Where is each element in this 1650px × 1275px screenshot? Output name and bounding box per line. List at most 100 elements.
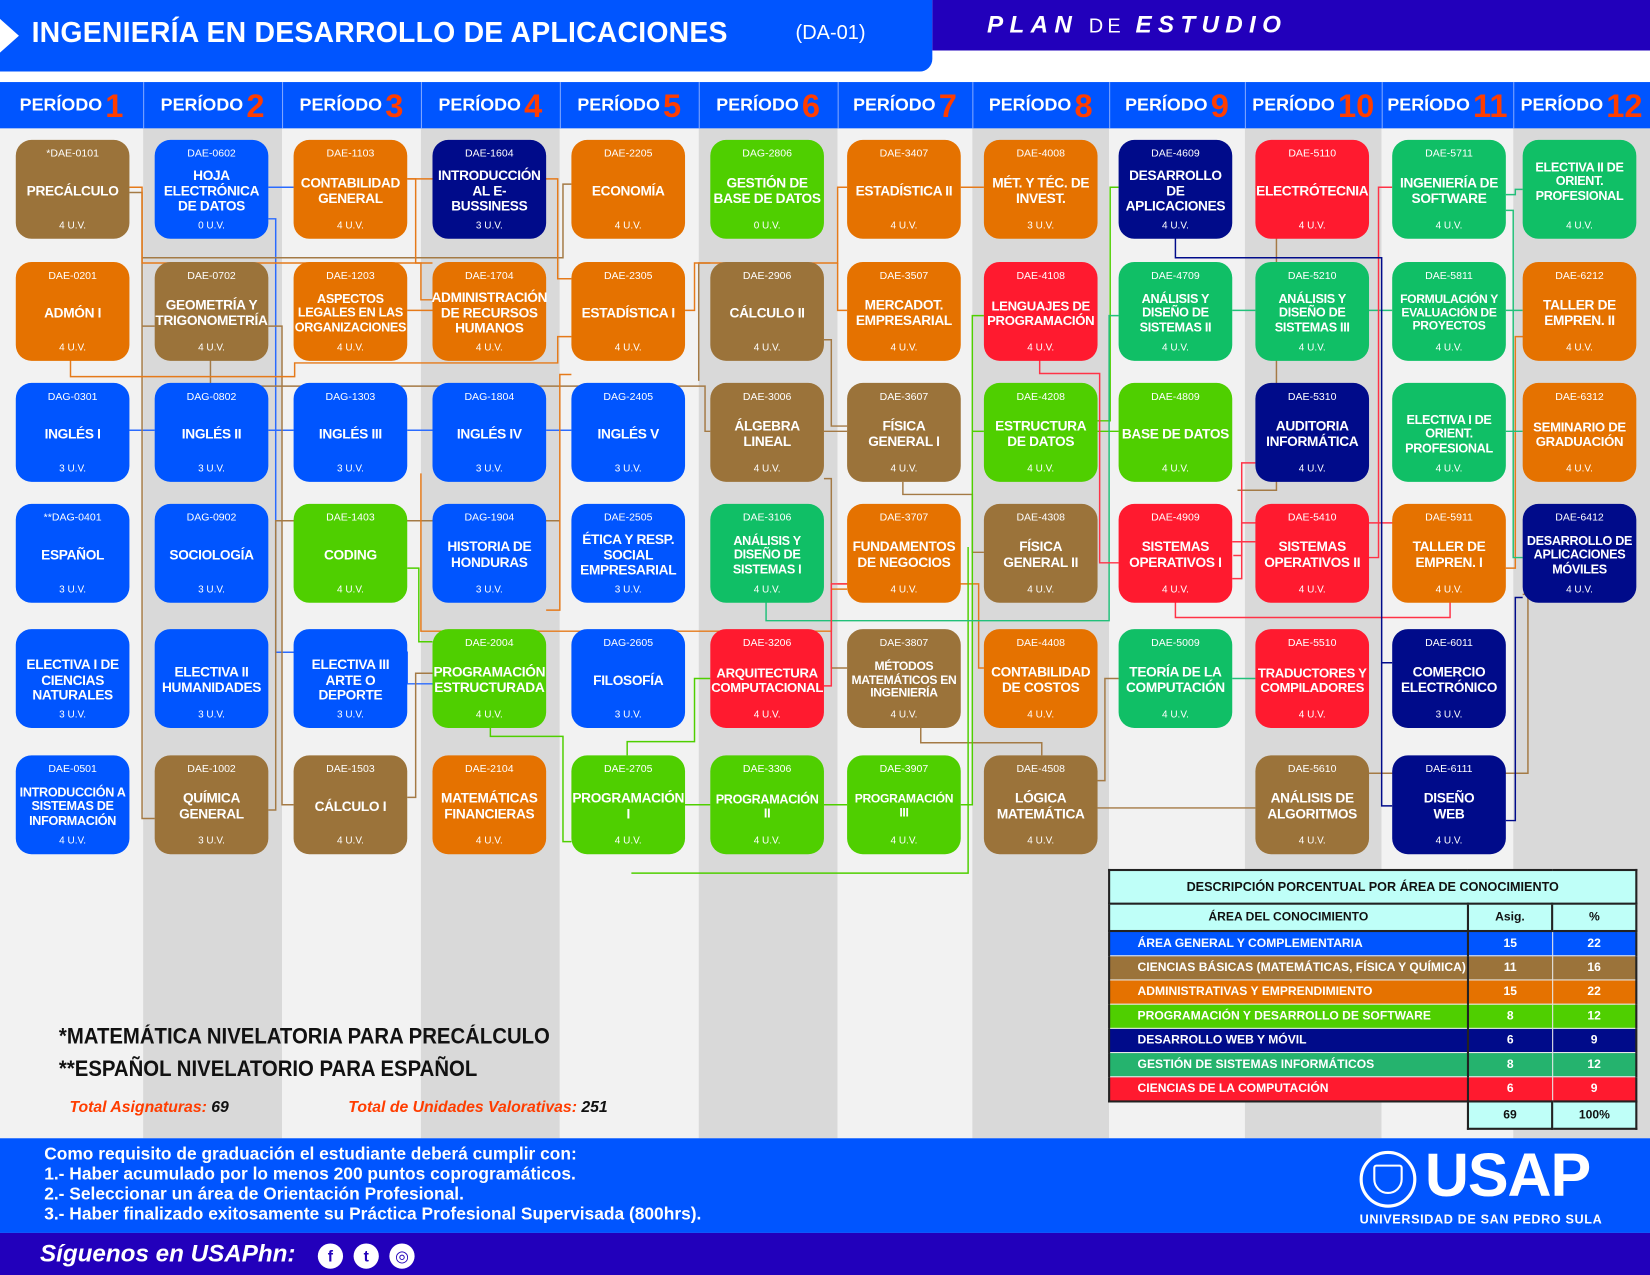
course-name: ASPECTOS LEGALES EN LAS ORGANIZACIONES xyxy=(294,291,407,335)
period-number: 4 xyxy=(524,86,543,124)
twitter-icon[interactable]: t xyxy=(353,1243,379,1269)
course-uv: 3 U.V. xyxy=(475,583,503,596)
period-label: PERÍODO xyxy=(19,94,103,115)
instagram-icon[interactable]: ◎ xyxy=(389,1243,415,1269)
course-name: INTRODUCCIÓN AL E-BUSSINESS xyxy=(438,167,541,214)
course-code: DAE-6412 xyxy=(1555,512,1604,524)
course-uv: 4 U.V. xyxy=(614,835,642,847)
course-uv: 4 U.V. xyxy=(1298,835,1326,847)
course-code: DAE-2104 xyxy=(465,763,514,776)
course-name: DESARROLLO DE APLICACIONES xyxy=(1125,167,1226,214)
university-seal-icon xyxy=(1359,1150,1417,1208)
facebook-icon[interactable]: f xyxy=(317,1243,344,1269)
total-subjects-value: 69 xyxy=(211,1098,229,1117)
course-name: GESTIÓN DE BASE DE DATOS xyxy=(713,175,821,207)
course-code: DAE-6212 xyxy=(1555,270,1604,282)
course-code: DAE-4809 xyxy=(1151,391,1200,403)
footnote-precalculo: *MATEMÁTICA NIVELATORIA PARA PRECÁLCULO xyxy=(58,1024,550,1049)
period-number: 2 xyxy=(246,86,265,124)
course-code: DAE-3507 xyxy=(879,270,929,282)
course-uv: 3 U.V. xyxy=(475,219,503,232)
course-name: MERCADOT. EMPRESARIAL xyxy=(855,297,952,329)
header-pct: % xyxy=(1551,902,1638,933)
area-asig: 6 xyxy=(1467,1076,1553,1103)
total-uv-value: 251 xyxy=(581,1098,608,1117)
course-name: ANÁLISIS Y DISEÑO DE SISTEMAS I xyxy=(732,533,802,577)
course-uv: 4 U.V. xyxy=(890,462,918,475)
course-uv: 4 U.V. xyxy=(336,341,364,354)
course-uv: 4 U.V. xyxy=(336,219,364,232)
course-name: ESTADÍSTICA I xyxy=(581,304,676,321)
